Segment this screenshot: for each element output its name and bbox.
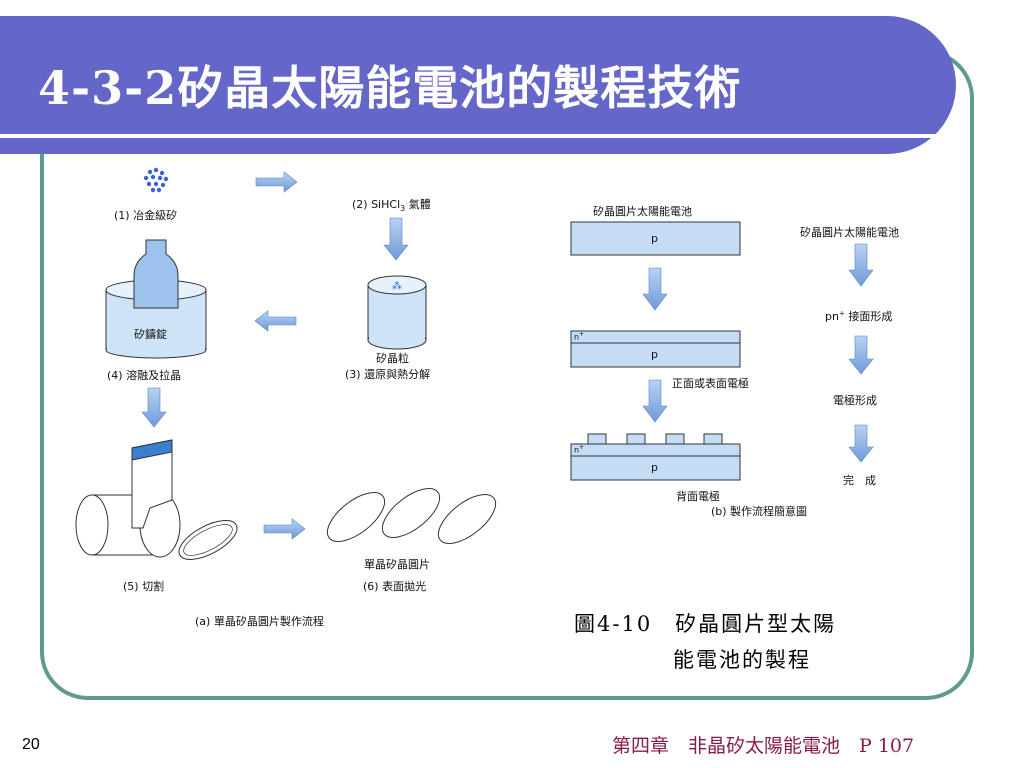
arrow-down-icon xyxy=(642,379,668,423)
cell-layer-n-p xyxy=(570,330,741,368)
n-layer-label: n+ xyxy=(574,444,585,455)
polished-wafers xyxy=(326,488,497,544)
wafer-label: 單晶矽晶圓片 xyxy=(364,558,430,571)
p-layer-label: p xyxy=(651,461,658,474)
cell-layer-p xyxy=(570,221,741,256)
arrow-down-icon xyxy=(383,217,409,261)
back-electrode-label: 背面電極 xyxy=(676,490,720,503)
arrow-right-icon xyxy=(263,518,306,540)
step6-label: (6) 表面拋光 xyxy=(363,580,427,593)
ingot-crucible xyxy=(105,239,207,359)
cell-title-label: 矽晶圓片太陽能電池 xyxy=(593,205,692,218)
ingot-cutting xyxy=(75,439,238,560)
n-layer-label: n+ xyxy=(574,331,585,342)
figure-caption-line1: 圖4-10 矽晶圓片型太陽 xyxy=(574,612,837,636)
p-layer-label: p xyxy=(651,232,658,245)
grain-label: 矽晶粒 xyxy=(376,352,409,365)
cell-with-electrodes xyxy=(570,433,741,481)
slide-title: 4-3-2矽晶太陽能電池的製程技術 xyxy=(38,61,742,115)
silicon-dots-icon xyxy=(143,167,169,193)
page-number: 20 xyxy=(22,736,40,753)
title-underline xyxy=(0,134,935,138)
p-layer-label: p xyxy=(651,348,658,361)
step3-label: (3) 還原與熱分解 xyxy=(345,368,431,381)
ingot-label: 矽鑄錠 xyxy=(134,328,167,341)
silicon-grain-cylinder: ⁂ xyxy=(367,275,427,350)
caption-b: (b) 製作流程簡意圖 xyxy=(711,505,808,518)
flow-done-label: 完 成 xyxy=(843,474,876,487)
svg-text:⁂: ⁂ xyxy=(392,280,402,292)
front-electrode-label: 正面或表面電極 xyxy=(672,377,749,390)
arrow-down-icon xyxy=(848,335,874,375)
step4-label: (4) 溶融及拉晶 xyxy=(107,369,182,382)
caption-a: (a) 單晶矽晶圓片製作流程 xyxy=(195,615,324,628)
arrow-down-icon xyxy=(848,243,874,287)
chapter-footer: 第四章 非晶矽太陽能電池 P 107 xyxy=(612,735,915,757)
content-frame xyxy=(40,50,974,700)
step1-label: (1) 冶金級矽 xyxy=(114,209,178,222)
figure-caption-line2: 能電池的製程 xyxy=(673,648,811,672)
step5-label: (5) 切割 xyxy=(123,580,165,593)
arrow-down-icon xyxy=(848,424,874,463)
arrow-down-icon xyxy=(642,267,668,311)
flow-electrode-label: 電極形成 xyxy=(833,394,877,407)
step2-label: (2) SiHCl3 氣體 xyxy=(352,198,431,214)
arrow-left-icon xyxy=(254,310,297,332)
arrow-right-icon xyxy=(255,171,298,193)
flow-junction-label: pn+ 接面形成 xyxy=(825,309,893,323)
title-banner xyxy=(0,16,956,154)
arrow-down-icon xyxy=(141,387,167,428)
flow-start-label: 矽晶圓片太陽能電池 xyxy=(800,226,899,239)
